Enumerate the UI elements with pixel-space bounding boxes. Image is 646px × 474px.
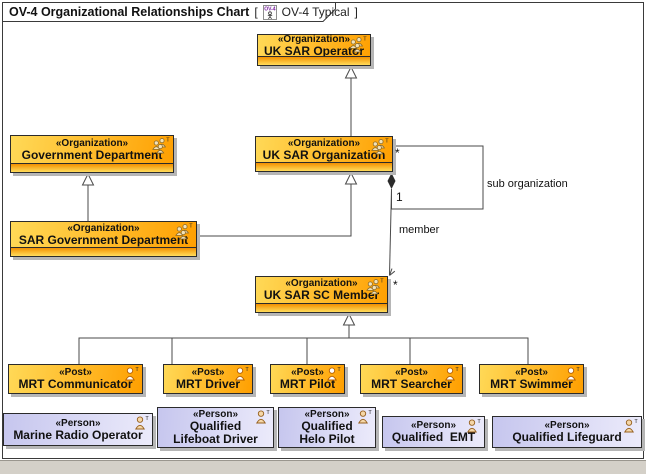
organization-icon <box>349 36 368 53</box>
empty-compartment <box>11 163 173 172</box>
bracket-close: ] <box>354 5 358 19</box>
node-name: Marine Radio Operator <box>13 427 143 442</box>
stereotype-label: «Post» <box>191 367 225 378</box>
name-compartment: «Post» MRT Swimmer <box>480 365 583 393</box>
node-uk-sar-sc-member[interactable]: «Organization» UK SAR SC Member <box>255 276 388 313</box>
organization-icon <box>152 137 171 154</box>
node-name: SAR Government Department <box>18 232 189 247</box>
bracket-open: [ <box>254 5 258 19</box>
node-uk-sar-organization[interactable]: «Organization» UK SAR Organization <box>255 136 393 172</box>
post-icon <box>445 366 460 381</box>
post-icon <box>125 366 140 381</box>
node-name: MRT Communicator <box>18 377 133 391</box>
node-mrt-searcher[interactable]: «Post» MRT Searcher <box>360 364 463 394</box>
multiplicity-star-suborg[interactable]: * <box>395 146 400 160</box>
name-compartment: «Person» Qualified Lifeguard <box>493 417 641 447</box>
name-compartment: «Organization» UK SAR SC Member <box>256 277 387 303</box>
stereotype-label: «Person» <box>544 420 590 431</box>
stereotype-label: «Organization» <box>277 33 351 45</box>
generalization-ukorg-to-ukoperator[interactable] <box>344 65 358 136</box>
edge-label-member[interactable]: member <box>399 224 440 236</box>
name-compartment: «Post» MRT Pilot <box>271 365 344 393</box>
post-icon <box>327 366 342 381</box>
node-name: UK SAR Organization <box>262 147 386 162</box>
organization-icon <box>371 138 390 155</box>
stereotype-label: «Post» <box>291 367 324 378</box>
generalization-sargov-to-ukorg[interactable] <box>197 171 358 237</box>
name-compartment: «Person» Marine Radio Operator <box>4 414 152 445</box>
post-icon <box>566 366 581 381</box>
stereotype-label: «Organization» <box>287 137 361 149</box>
multiplicity-one[interactable]: 1 <box>396 190 403 204</box>
diagram-title-tab-shape <box>2 2 336 22</box>
stereotype-label: «Organization» <box>67 222 140 234</box>
organization-icon <box>175 223 194 240</box>
svg-text:OV-4: OV-4 <box>264 6 276 12</box>
node-qualified-lifeboat-driver[interactable]: «Person» Qualified Lifeboat Driver <box>157 407 274 448</box>
node-name: MRT Searcher <box>371 377 452 391</box>
node-name: UK SAR SC Member <box>263 288 380 302</box>
node-mrt-driver[interactable]: «Post» MRT Driver <box>163 364 253 394</box>
person-icon <box>358 409 373 424</box>
node-sar-government-department[interactable]: «Organization» SAR Government Department <box>10 221 197 257</box>
name-compartment: «Organization» UK SAR Organization <box>256 137 392 162</box>
person-icon <box>256 409 271 424</box>
node-name: Qualified Helo Pilot <box>299 419 355 446</box>
node-name: Qualified Lifeguard <box>512 430 622 444</box>
node-name: Government Department <box>21 147 163 162</box>
name-compartment: «Post» MRT Driver <box>164 365 252 393</box>
stereotype-label: «Person» <box>410 420 457 431</box>
stereotype-label: «Organization» <box>285 278 358 289</box>
multiplicity-star-member[interactable]: * <box>393 278 398 292</box>
node-name: Qualified Lifeboat Driver <box>173 419 258 446</box>
post-icon <box>235 366 250 381</box>
generalization-tree-posts-to-scmember[interactable] <box>78 312 529 364</box>
node-government-department[interactable]: «Organization» Government Department <box>10 135 174 173</box>
name-compartment: «Person» Qualified Helo Pilot <box>279 408 375 447</box>
node-name: MRT Driver <box>175 377 240 391</box>
stereotype-label: «Person» <box>304 409 350 420</box>
node-qualified-lifeguard[interactable]: «Person» Qualified Lifeguard <box>492 416 642 448</box>
diagram-title: OV-4 Organizational Relationships Chart <box>9 5 250 19</box>
node-name: Qualified EMT <box>391 430 476 444</box>
node-qualified-helo-pilot[interactable]: «Person» Qualified Helo Pilot <box>278 407 376 448</box>
node-name: MRT Swimmer <box>490 377 573 391</box>
association-member[interactable] <box>389 188 396 276</box>
person-icon <box>467 418 482 433</box>
stereotype-label: «Post» <box>515 367 548 378</box>
edge-label-sub-organization[interactable]: sub organization <box>487 178 568 190</box>
node-uk-sar-operator[interactable]: «Organization» UK SAR Operator <box>257 34 371 66</box>
diagram-type-icon: OV-4 <box>262 4 277 20</box>
bottom-gutter <box>0 460 646 474</box>
stereotype-label: «Person» <box>55 417 101 429</box>
node-mrt-swimmer[interactable]: «Post» MRT Swimmer <box>479 364 584 394</box>
person-icon <box>624 418 639 433</box>
stereotype-label: «Organization» <box>55 137 129 149</box>
stereotype-label: «Post» <box>59 367 92 378</box>
empty-compartment <box>11 247 196 256</box>
diagram-title-tab: OV-4 Organizational Relationships Chart … <box>3 3 358 21</box>
generalization-sargov-to-govdept[interactable] <box>81 172 95 221</box>
node-marine-radio-operator[interactable]: «Person» Marine Radio Operator <box>3 413 153 446</box>
name-compartment: «Organization» Government Department <box>11 136 173 163</box>
node-name: MRT Pilot <box>279 377 336 391</box>
node-mrt-communicator[interactable]: «Post» MRT Communicator <box>8 364 143 394</box>
stereotype-label: «Person» <box>192 409 239 420</box>
stereotype-label: «Post» <box>395 367 428 378</box>
node-qualified-emt[interactable]: «Person» Qualified EMT <box>382 416 485 448</box>
empty-compartment <box>258 56 370 65</box>
diagram-tab-reference[interactable]: OV-4 Typical <box>281 5 350 19</box>
organization-icon <box>366 278 385 295</box>
name-compartment: «Person» Qualified EMT <box>383 417 484 447</box>
name-compartment: «Person» Qualified Lifeboat Driver <box>158 408 273 447</box>
person-icon <box>135 415 150 430</box>
empty-compartment <box>256 162 392 171</box>
name-compartment: «Post» MRT Searcher <box>361 365 462 393</box>
name-compartment: «Organization» SAR Government Department <box>11 222 196 247</box>
name-compartment: «Post» MRT Communicator <box>9 365 142 393</box>
empty-compartment <box>256 303 387 312</box>
node-mrt-pilot[interactable]: «Post» MRT Pilot <box>270 364 345 394</box>
